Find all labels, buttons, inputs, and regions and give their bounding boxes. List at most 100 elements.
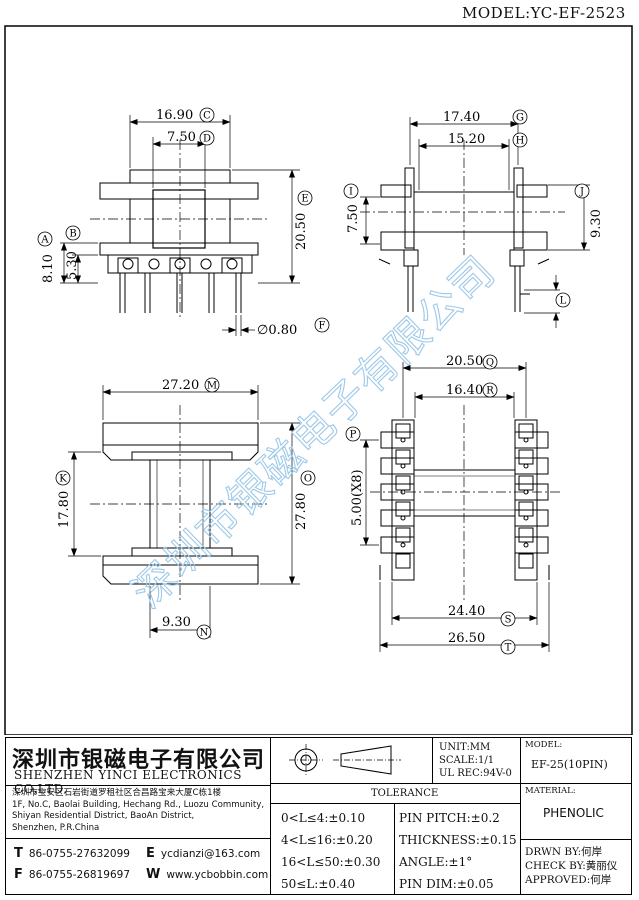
spec-item: PIN PITCH:±0.2 [399, 811, 500, 825]
top-view [68, 385, 300, 638]
unit: UNIT:MM [439, 742, 491, 753]
tel: T 86-0755-27632099 [14, 846, 130, 861]
spec-item: ANGLE:±1° [399, 855, 473, 869]
dim-o: 27.80 [294, 493, 309, 530]
tolerance-item: 50≤L:±0.40 [281, 877, 356, 891]
circle-labels: A B C D E F G H I J K L M N O P Q R S T [37, 107, 590, 655]
circle-label-text: B [69, 229, 76, 240]
address-en-1: 1F, No.C, Baolai Building, Hechang Rd., … [12, 799, 265, 810]
ul-rec: UL REC:94V-0 [439, 768, 512, 779]
circle-label-e: E [297, 190, 313, 206]
circle-label-text: O [304, 474, 312, 485]
tel-letter: T [14, 846, 23, 861]
model-value: EF-25(10PIN) [531, 758, 608, 771]
email-letter: E [146, 846, 155, 861]
dim-h: 15.20 [448, 132, 485, 147]
drawing-frame [4, 25, 633, 735]
circle-label-g: G [512, 109, 528, 125]
circle-label-text: F [319, 321, 326, 332]
address-cn: 深圳市宝安区石岩街道罗租社区合昌路宝来大厦C栋1楼 [12, 788, 222, 798]
circle-label-text: C [203, 111, 211, 122]
address-en-3: Shenzhen, P.R.China [12, 822, 100, 833]
circle-label-t: T [500, 639, 516, 655]
circle-label-text: J [579, 187, 584, 198]
dim-f: ∅0.80 [257, 323, 297, 338]
circle-label-text: A [40, 235, 49, 246]
circle-label-text: P [350, 430, 357, 441]
material-label: MATERIAL: [525, 786, 576, 796]
signature-block: DRWN BY:何岸 CHECK BY:黄丽仪 APPROVED:何岸 [521, 840, 631, 894]
circle-label-text: G [516, 113, 524, 124]
fax-value: 86-0755-26819697 [28, 869, 130, 881]
address: 深圳市宝安区石岩街道罗租社区合昌路宝来大厦C栋1楼 1F, No.C, Baol… [12, 788, 270, 834]
dim-j: 9.30 [589, 209, 604, 238]
dim-c: 16.90 [156, 108, 193, 123]
dim-i: 7.50 [346, 204, 361, 233]
circle-label-l: L [555, 292, 571, 308]
dim-b: 5.30 [65, 251, 80, 280]
circle-label-q: Q [482, 354, 498, 370]
circle-label-b: B [65, 225, 81, 241]
model-header: MODEL:YC-EF-2523 [462, 4, 626, 22]
circle-label-o: O [300, 470, 316, 486]
company-block: 深圳市银磁电子有限公司 SHENZHEN YINCI ELECTRONICS C… [6, 738, 271, 894]
unit-block: UNIT:MM SCALE:1/1 UL REC:94V-0 [433, 738, 521, 784]
circle-label-text: H [516, 136, 525, 147]
circle-label-text: I [349, 187, 353, 198]
web-letter: W [146, 867, 161, 882]
circle-label-d: D [199, 130, 215, 146]
tel-value: 86-0755-27632099 [28, 848, 130, 860]
circle-label-c: C [199, 107, 215, 123]
scale: SCALE:1/1 [439, 755, 495, 766]
circle-label-text: N [200, 628, 209, 639]
dim-k: 17.80 [57, 491, 72, 528]
circle-label-text: M [207, 381, 217, 392]
circle-label-s: S [500, 611, 516, 627]
circle-label-text: L [560, 296, 567, 307]
circle-label-text: S [505, 615, 512, 626]
material-block: MATERIAL: PHENOLIC [521, 784, 631, 840]
circle-label-text: R [486, 386, 494, 397]
drawn-by: DRWN BY:何岸 [525, 846, 603, 858]
front-view [60, 115, 300, 336]
circle-label-p: P [345, 426, 361, 442]
spec-item: PIN DIM:±0.05 [399, 877, 494, 891]
technical-drawing: 16.90 7.50 20.50 8.10 5.30 ∅0.80 [4, 25, 633, 735]
model-label: MODEL: [525, 740, 563, 750]
circle-label-a: A [37, 231, 53, 247]
dim-m: 27.20 [162, 378, 199, 393]
circle-label-n: N [196, 624, 212, 640]
third-angle-projection-icon [289, 744, 401, 776]
email-value: ycdianzi@163.com [160, 848, 261, 860]
address-en-2: Shiyan Residential District, BaoAn Distr… [12, 811, 195, 821]
dim-s: 24.40 [448, 604, 485, 619]
circle-label-text: K [59, 474, 67, 485]
bottom-view [360, 362, 560, 652]
check-by: CHECK BY:黄丽仪 [525, 860, 618, 872]
approved-by: APPROVED:何岸 [525, 874, 612, 886]
circle-label-text: E [301, 194, 308, 205]
tolerance-item: 4<L≤16:±0.20 [281, 833, 373, 847]
circle-label-m: M [204, 377, 220, 393]
circle-label-text: D [203, 134, 211, 145]
model-block: MODEL: EF-25(10PIN) [521, 738, 631, 784]
circle-label-h: H [512, 132, 528, 148]
side-view [360, 117, 590, 328]
dim-e: 20.50 [294, 213, 309, 250]
dim-g: 17.40 [443, 110, 480, 125]
circle-label-f: F [314, 317, 330, 333]
dim-a: 8.10 [41, 254, 56, 283]
title-block: 深圳市银磁电子有限公司 SHENZHEN YINCI ELECTRONICS C… [5, 737, 632, 895]
tolerance-item: 16<L≤50:±0.30 [281, 855, 381, 869]
circle-label-i: I [343, 183, 359, 199]
circle-label-j: J [574, 183, 590, 199]
circle-label-text: Q [486, 358, 494, 369]
company-name-cn: 深圳市银磁电子有限公司 [12, 747, 266, 773]
